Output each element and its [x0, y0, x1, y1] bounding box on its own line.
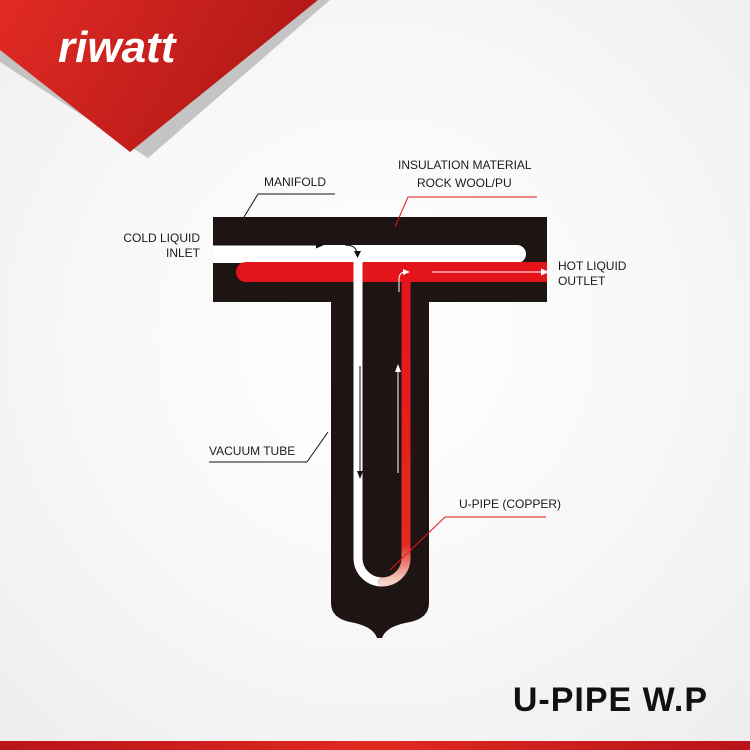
- product-title: U-PIPE W.P: [513, 681, 708, 719]
- hot-outlet-label-line1: HOT LIQUID: [558, 259, 627, 273]
- hot-pipe: [236, 262, 547, 282]
- bottom-bar: [0, 741, 750, 750]
- vacuum-tube-body: [331, 300, 429, 638]
- insulation-label-line2: ROCK WOOL/PU: [417, 176, 512, 190]
- brand-banner: riwatt: [0, 0, 330, 158]
- cold-pipe: [213, 245, 526, 263]
- insulation-label-line1: INSULATION MATERIAL: [398, 158, 532, 172]
- cold-inlet-label-line1: COLD LIQUID: [123, 231, 200, 245]
- leader-lines: [209, 193, 546, 571]
- u-pipe-label: U-PIPE (COPPER): [459, 497, 561, 511]
- brand-logo: riwatt: [58, 23, 178, 72]
- vacuum-tube-label: VACUUM TUBE: [209, 444, 295, 458]
- cold-inlet-label-line2: INLET: [166, 246, 201, 260]
- hot-outlet-label-line2: OUTLET: [558, 274, 606, 288]
- u-pipe-hot-leg: [377, 267, 411, 587]
- flow-arrows: [213, 241, 549, 479]
- manifold-label: MANIFOLD: [264, 175, 326, 189]
